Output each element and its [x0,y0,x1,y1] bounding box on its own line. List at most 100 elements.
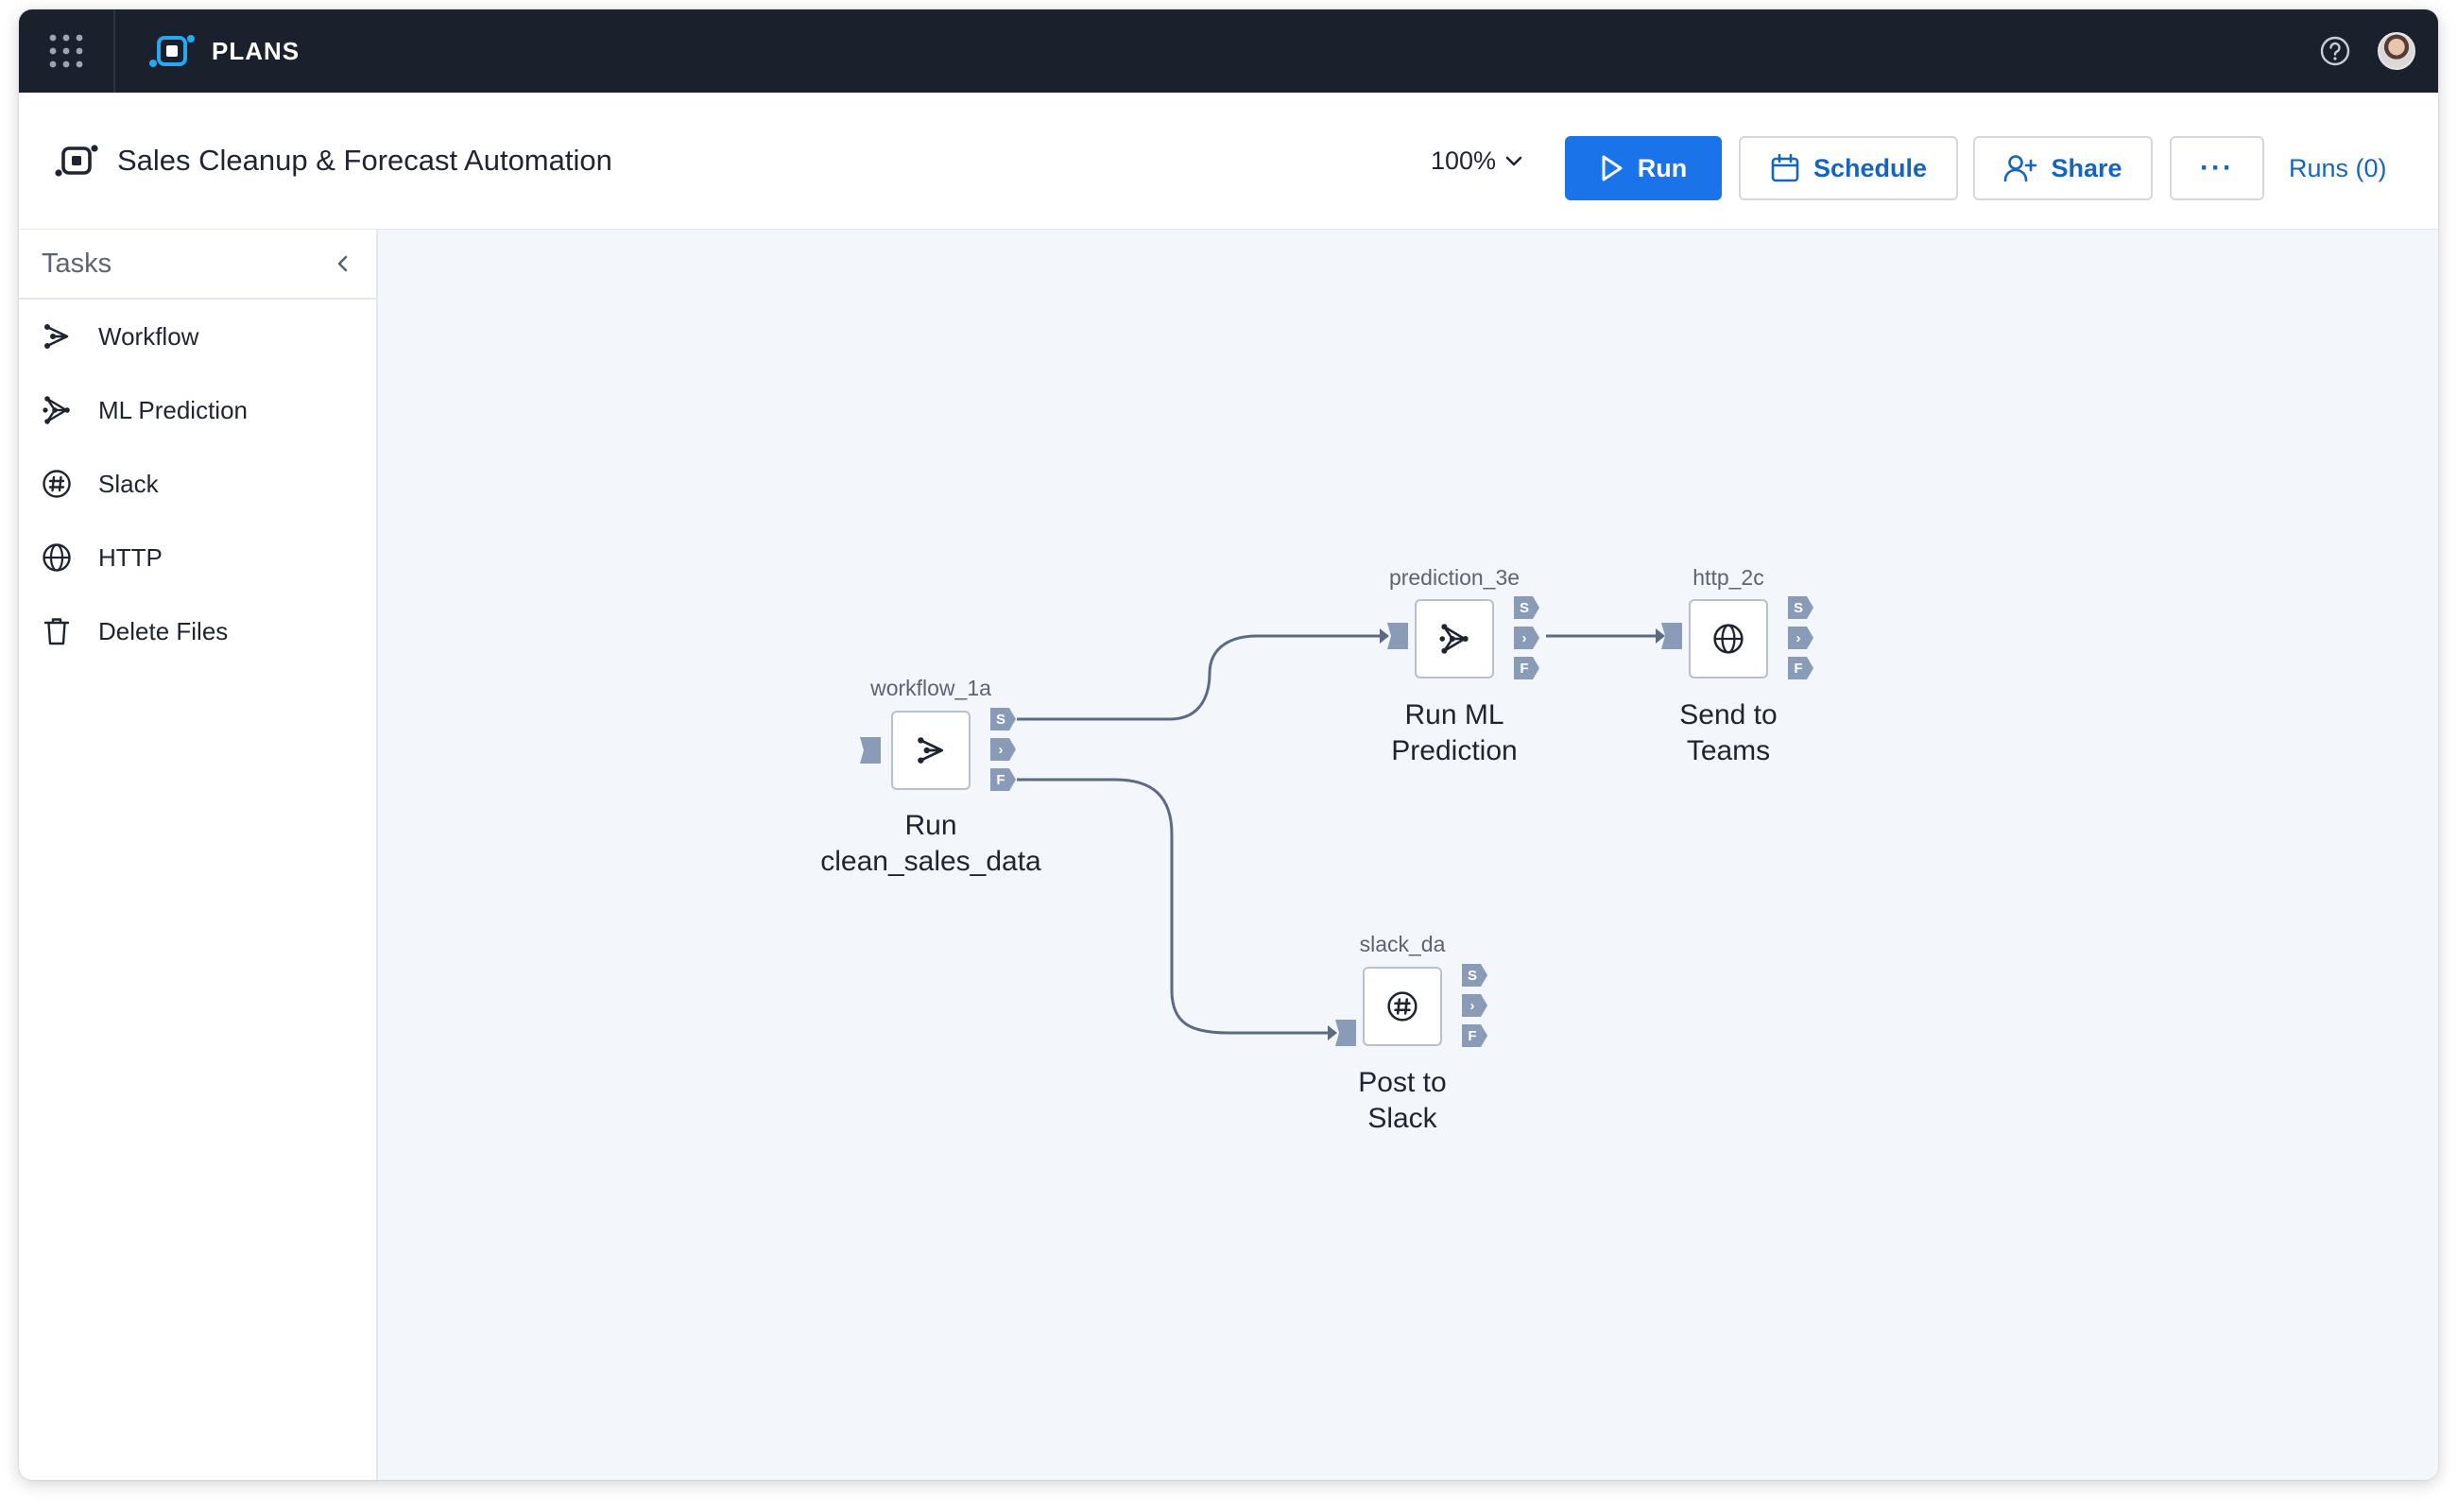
node-id-prediction: prediction_3e [1388,565,1521,590]
more-options-button[interactable]: ··· [2170,136,2264,200]
page-title: Sales Cleanup & Forecast Automation [117,144,612,177]
runs-link[interactable]: Runs (0) [2289,153,2387,182]
node-label-line: Slack [1367,1103,1437,1134]
next-port[interactable]: › [1788,627,1814,649]
port-label: S [1793,599,1803,616]
slack-icon [43,470,71,498]
sidebar-item-label: Slack [98,469,159,498]
add-user-icon [2004,155,2037,182]
next-port[interactable]: › [1514,627,1540,649]
sidebar-item-http[interactable]: HTTP [19,521,376,594]
sidebar-title: Tasks [42,248,112,279]
run-button[interactable]: Run [1565,136,1722,200]
node-label-http: Send to Teams [1587,697,1870,769]
sidebar-item-label: Delete Files [98,616,229,645]
port-label: › [1469,997,1475,1014]
edges-layer [860,623,1682,1046]
calendar-icon [1771,153,1799,182]
zoom-value: 100% [1431,146,1497,175]
share-button[interactable]: Share [1973,136,2153,200]
node-ml-prediction[interactable] [1415,599,1494,679]
schedule-button-label: Schedule [1813,153,1928,182]
plan-icon [55,145,98,177]
node-id-http: http_2c [1692,565,1764,590]
node-id-slack: slack_da [1359,932,1446,956]
node-label-line: Post to [1358,1067,1447,1098]
workflow-icon [44,324,69,349]
port-label: F [1468,1027,1477,1044]
trash-icon [43,618,70,645]
edge-workflow-to-prediction[interactable] [1017,634,1380,721]
chevron-left-icon [337,255,348,272]
port-label: › [1521,629,1527,646]
node-label-line: Prediction [1391,735,1518,766]
ml-prediction-icon [1439,624,1469,654]
app-window: PLANS Sales Cleanup & Forecast Automatio… [19,9,2438,1480]
collapse-sidebar-button[interactable] [333,253,353,274]
failure-port[interactable]: F [990,768,1017,791]
node-label-line: Run ML [1404,699,1504,730]
edge-workflow-to-slack[interactable] [1017,778,1328,1035]
tasks-sidebar: Tasks Workflow [19,230,378,1480]
success-port[interactable]: S [1514,596,1540,619]
more-options-label: ··· [2200,152,2234,183]
port-label: S [995,711,1005,728]
node-label-slack: Post to Slack [1261,1065,1544,1137]
failure-port[interactable]: F [1788,657,1814,679]
port-label: F [1794,660,1803,677]
brand-name: PLANS [212,36,301,65]
node-label-line: Send to [1679,699,1778,730]
app-launcher-button[interactable] [19,9,115,93]
ml-prediction-icon [43,396,70,424]
node-workflow[interactable] [891,711,971,790]
port-label: › [1796,629,1801,646]
sidebar-item-label: Workflow [98,321,199,351]
sidebar-item-slack[interactable]: Slack [19,447,376,521]
sidebar-item-workflow[interactable]: Workflow [19,300,376,373]
run-button-label: Run [1637,153,1688,182]
sidebar-item-label: ML Prediction [98,395,248,424]
play-icon [1602,155,1623,181]
port-label: F [1520,660,1529,677]
failure-port[interactable]: F [1514,657,1540,679]
node-label-ml-prediction: Run ML Prediction [1313,697,1596,769]
workflow-canvas[interactable]: workflow_1a S › F Run clean_sales_data p… [378,230,2438,1480]
success-port[interactable]: S [1788,596,1814,619]
next-port[interactable]: › [1462,994,1488,1017]
input-port[interactable] [1387,623,1408,649]
next-port[interactable]: › [990,738,1017,761]
workflow-icon [918,737,944,764]
top-bar: PLANS [19,9,2438,93]
input-port[interactable] [1661,623,1682,649]
input-port[interactable] [1335,1020,1356,1046]
failure-port[interactable]: F [1462,1024,1488,1047]
node-label-workflow: Run clean_sales_data [789,808,1073,880]
globe-icon [43,543,71,572]
zoom-select[interactable]: 100% [1431,138,1524,183]
plans-logo-icon [149,35,195,67]
success-port[interactable]: S [990,708,1017,730]
sidebar-item-label: HTTP [98,542,163,572]
node-http[interactable] [1689,599,1768,679]
node-id-workflow: workflow_1a [870,676,991,700]
schedule-button[interactable]: Schedule [1739,136,1958,200]
share-button-label: Share [2051,153,2122,182]
slack-icon [1387,991,1418,1022]
sidebar-item-ml-prediction[interactable]: ML Prediction [19,373,376,447]
user-avatar[interactable] [2378,32,2415,70]
sidebar-item-delete-files[interactable]: Delete Files [19,594,376,668]
success-port[interactable]: S [1462,964,1488,987]
node-label-line: Run [904,810,957,841]
port-label: › [998,741,1004,758]
port-label: S [1519,599,1529,616]
brand[interactable]: PLANS [146,32,300,70]
node-label-line: Teams [1686,735,1771,766]
chevron-down-icon [1505,156,1522,166]
globe-icon [1713,624,1744,654]
help-icon[interactable] [2319,35,2351,67]
input-port[interactable] [860,737,881,764]
node-slack[interactable] [1363,967,1442,1046]
node-label-line: clean_sales_data [820,846,1041,877]
port-label: F [996,771,1005,788]
port-label: S [1467,967,1477,984]
